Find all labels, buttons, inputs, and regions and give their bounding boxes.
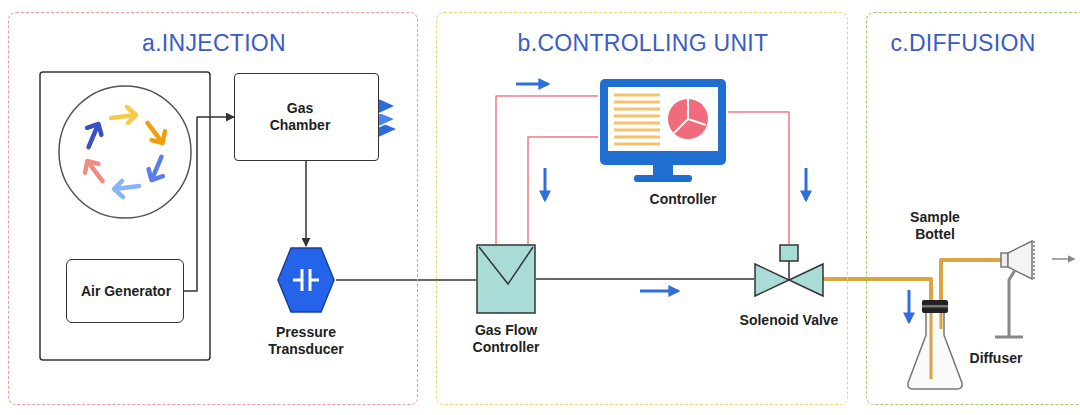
section-panel: b.CONTROLLING UNIT ControllerGas Flow Con… xyxy=(436,12,848,405)
node-label: Diffuser xyxy=(956,350,1036,367)
connector-line xyxy=(336,279,476,281)
node-label: Gas Flow Controller xyxy=(456,322,556,356)
section-heading: a.INJECTION xyxy=(9,29,419,57)
valve-symbol-outline xyxy=(754,244,824,300)
node-label: Controller xyxy=(628,191,738,208)
generator-housing xyxy=(40,72,210,360)
node-label: Solenoid Valve xyxy=(738,312,841,329)
flow-controller-symbol: Gas Flow Controller xyxy=(463,244,549,366)
transducer-symbol: Pressure Transducer xyxy=(256,246,356,358)
connector-line xyxy=(184,117,234,291)
gas-tube xyxy=(941,260,1001,299)
fan-circle xyxy=(59,86,191,218)
section-panel: c.DIFFUSIONSample BottelDiffuser xyxy=(866,12,1080,405)
diffuser-icon: Diffuser xyxy=(976,236,1056,376)
section-heading: c.DIFFUSION xyxy=(867,29,1059,57)
flow-controller-symbol-outline xyxy=(476,244,536,314)
flask-icon: Sample Bottel xyxy=(899,209,971,394)
outflow-arrow xyxy=(1052,258,1074,260)
connector-line xyxy=(728,112,789,244)
monitor-icon-outline xyxy=(598,77,728,185)
chamber-box: Gas Chamber xyxy=(234,73,379,161)
valve-symbol: Solenoid Valve xyxy=(746,244,832,356)
rotation-arrows xyxy=(79,107,171,197)
node-label: Gas Chamber xyxy=(261,100,339,134)
flow-arrows xyxy=(516,84,909,322)
gas-tube xyxy=(824,279,931,299)
connector-line xyxy=(528,137,598,244)
section-panel: a.INJECTION Air Generator Gas ChamberPress… xyxy=(8,12,418,405)
transducer-symbol-outline xyxy=(276,246,336,314)
node-label: Pressure Transducer xyxy=(256,324,356,358)
section-heading: b.CONTROLLING UNIT xyxy=(437,29,849,57)
connector-line xyxy=(536,278,754,280)
process-box: Air Generator xyxy=(66,259,184,323)
node-label: Air Generator xyxy=(67,283,185,300)
connector-line xyxy=(305,161,307,246)
flask-icon-outline xyxy=(905,299,965,391)
connector-line xyxy=(496,96,598,244)
node-label: Sample Bottel xyxy=(895,209,975,243)
monitor-icon: Controller xyxy=(598,77,728,217)
diffuser-icon-outline xyxy=(1001,236,1051,346)
